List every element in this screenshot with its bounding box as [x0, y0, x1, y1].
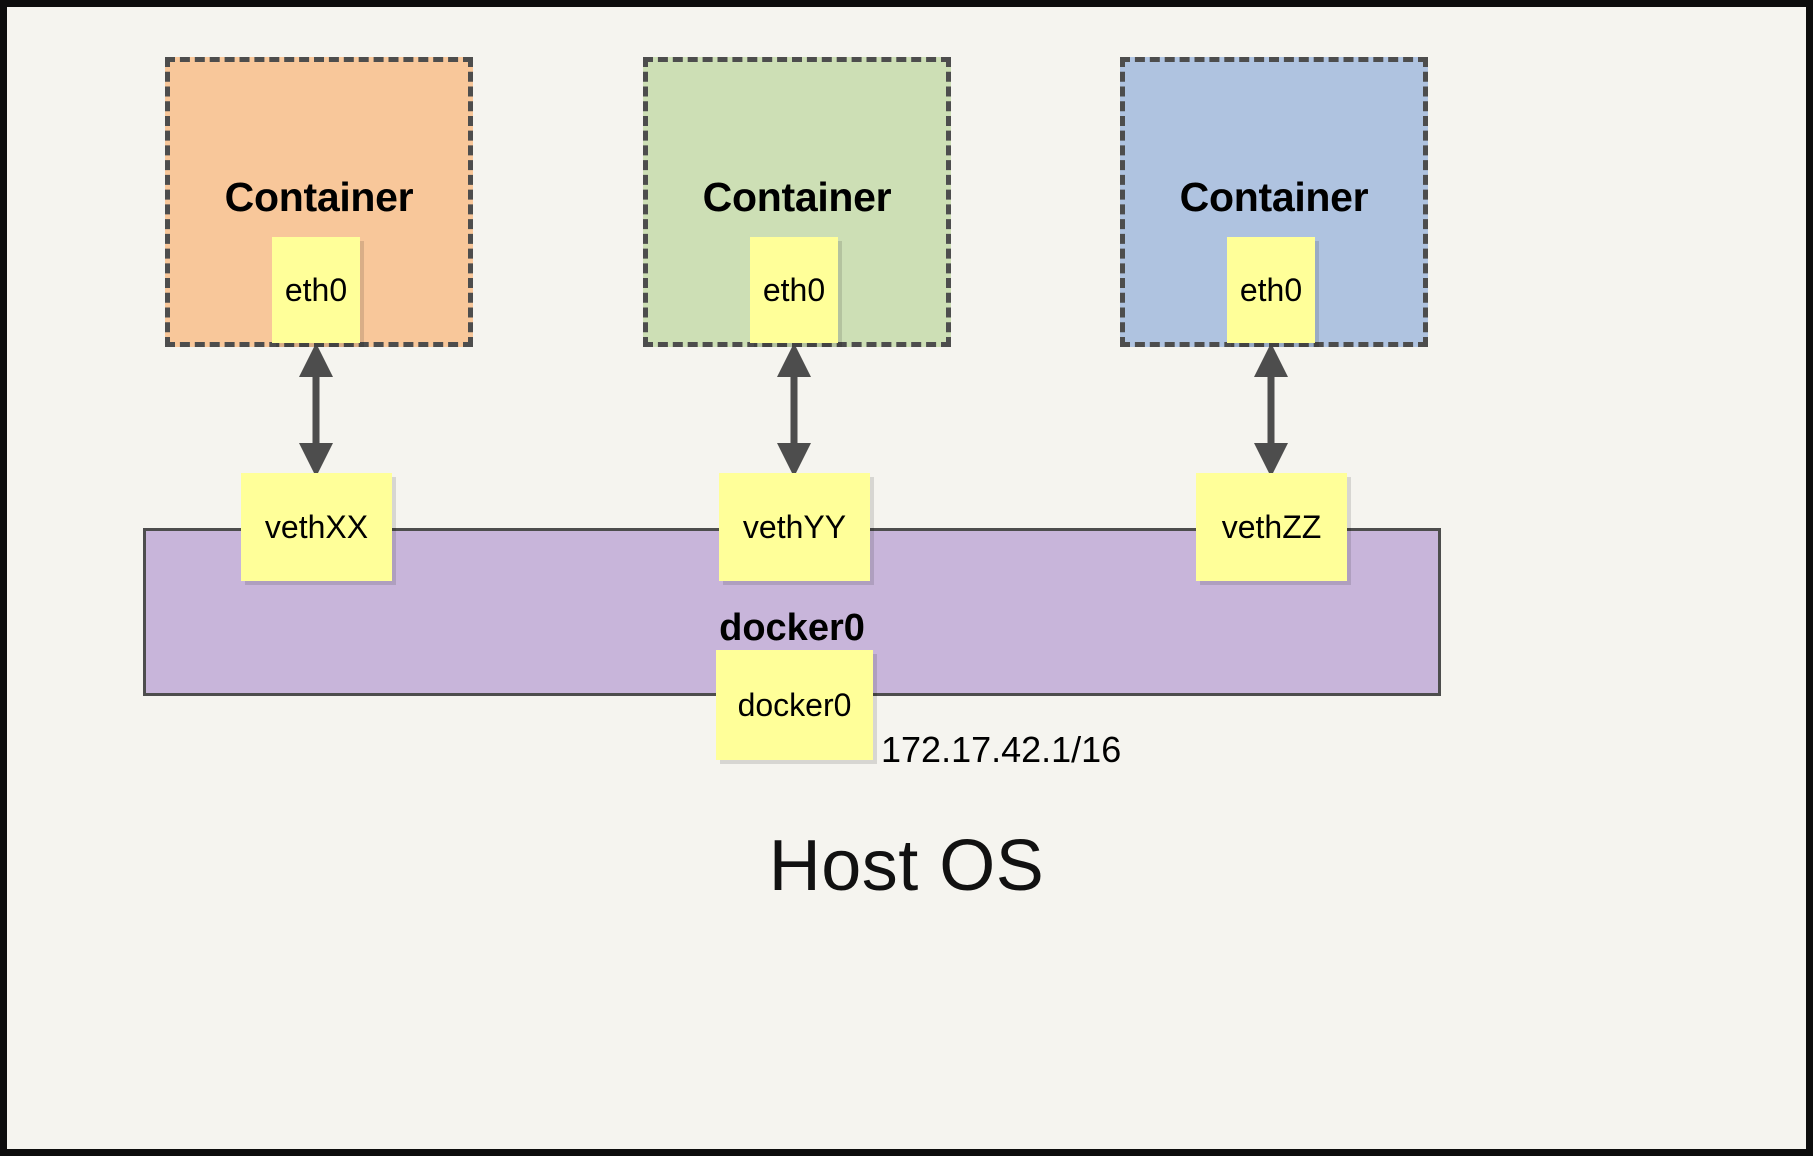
docker0-bridge-label: docker0 — [719, 607, 865, 649]
veth-label-2: vethYY — [742, 508, 847, 545]
connector-double-arrow-2 — [777, 343, 811, 477]
diagram-canvas: Container eth0 Container eth0 Container … — [7, 7, 1806, 1149]
container-title-3: Container — [1179, 174, 1369, 220]
host-os-label: Host OS — [768, 826, 1045, 906]
container-eth0-box-3[interactable]: eth0 — [1227, 237, 1315, 343]
docker0-ip-address: 172.17.42.1/16 — [881, 729, 1122, 770]
container-eth0-box-2[interactable]: eth0 — [750, 237, 838, 343]
container-eth0-label-2: eth0 — [762, 271, 826, 308]
veth-box-2[interactable]: vethYY — [719, 473, 870, 581]
docker0-interface-box[interactable]: docker0 — [716, 650, 873, 760]
container-title-2: Container — [702, 174, 892, 220]
container-eth0-label-1: eth0 — [284, 271, 348, 308]
veth-box-1[interactable]: vethXX — [241, 473, 392, 581]
container-title-1: Container — [224, 174, 414, 220]
container-eth0-label-3: eth0 — [1239, 271, 1303, 308]
veth-box-3[interactable]: vethZZ — [1196, 473, 1347, 581]
connector-double-arrow-1 — [299, 343, 333, 477]
connector-double-arrow-3 — [1254, 343, 1288, 477]
docker0-interface-label: docker0 — [737, 686, 852, 723]
veth-label-1: vethXX — [264, 508, 369, 545]
veth-label-3: vethZZ — [1221, 508, 1322, 545]
container-eth0-box-1[interactable]: eth0 — [272, 237, 360, 343]
